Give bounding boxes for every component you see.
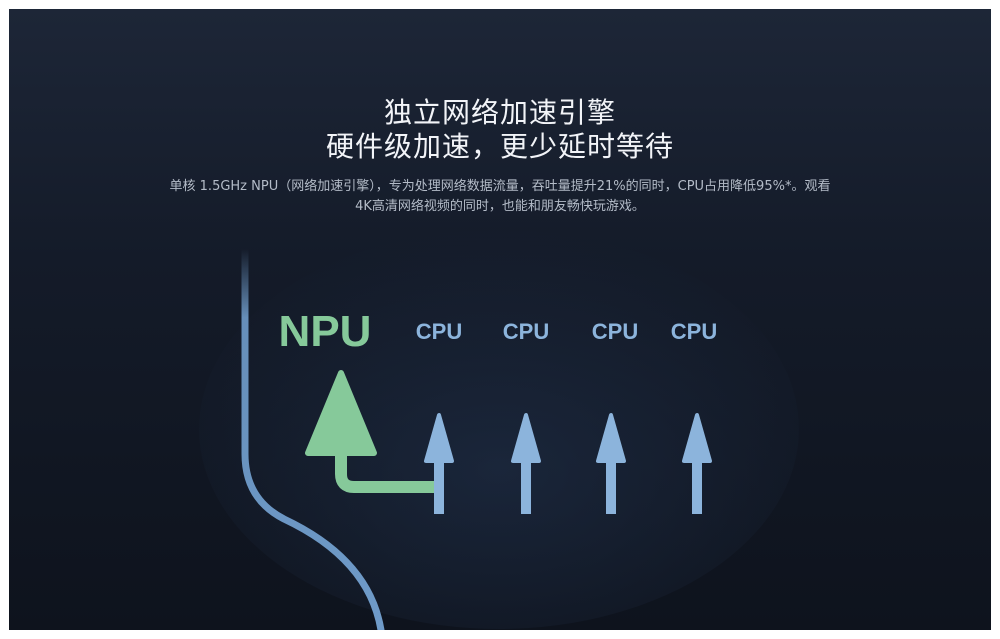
npu-label: NPU xyxy=(279,307,372,356)
cpu-arrow-4 xyxy=(682,413,712,514)
npu-cpu-diagram: NPU CPU CPU CPU CPU xyxy=(199,229,799,630)
cpu-arrow-1 xyxy=(424,413,454,514)
left-lane-edge xyxy=(241,245,385,630)
feature-panel: 独立网络加速引擎 硬件级加速，更少延时等待 单核 1.5GHz NPU（网络加速… xyxy=(9,9,991,630)
cpu-arrow-2 xyxy=(511,413,541,514)
headline-line-2: 硬件级加速，更少延时等待 xyxy=(325,130,674,163)
cpu-arrow-3 xyxy=(596,413,626,514)
headline-line-1: 独立网络加速引擎 xyxy=(383,96,616,129)
cpu-label-1: CPU xyxy=(416,319,462,344)
npu-arrow-head xyxy=(305,370,377,456)
description-line-1: 单核 1.5GHz NPU（网络加速引擎），专为处理网络数据流量，吞吐量提升21… xyxy=(169,179,831,194)
background-glow xyxy=(199,229,799,629)
cpu-label-4: CPU xyxy=(671,319,717,344)
npu-redirect-path xyxy=(335,439,436,493)
description-line-2: 4K高清网络视频的同时，也能和朋友畅快玩游戏。 xyxy=(355,199,645,214)
cpu-label-3: CPU xyxy=(592,319,638,344)
cpu-label-2: CPU xyxy=(503,319,549,344)
